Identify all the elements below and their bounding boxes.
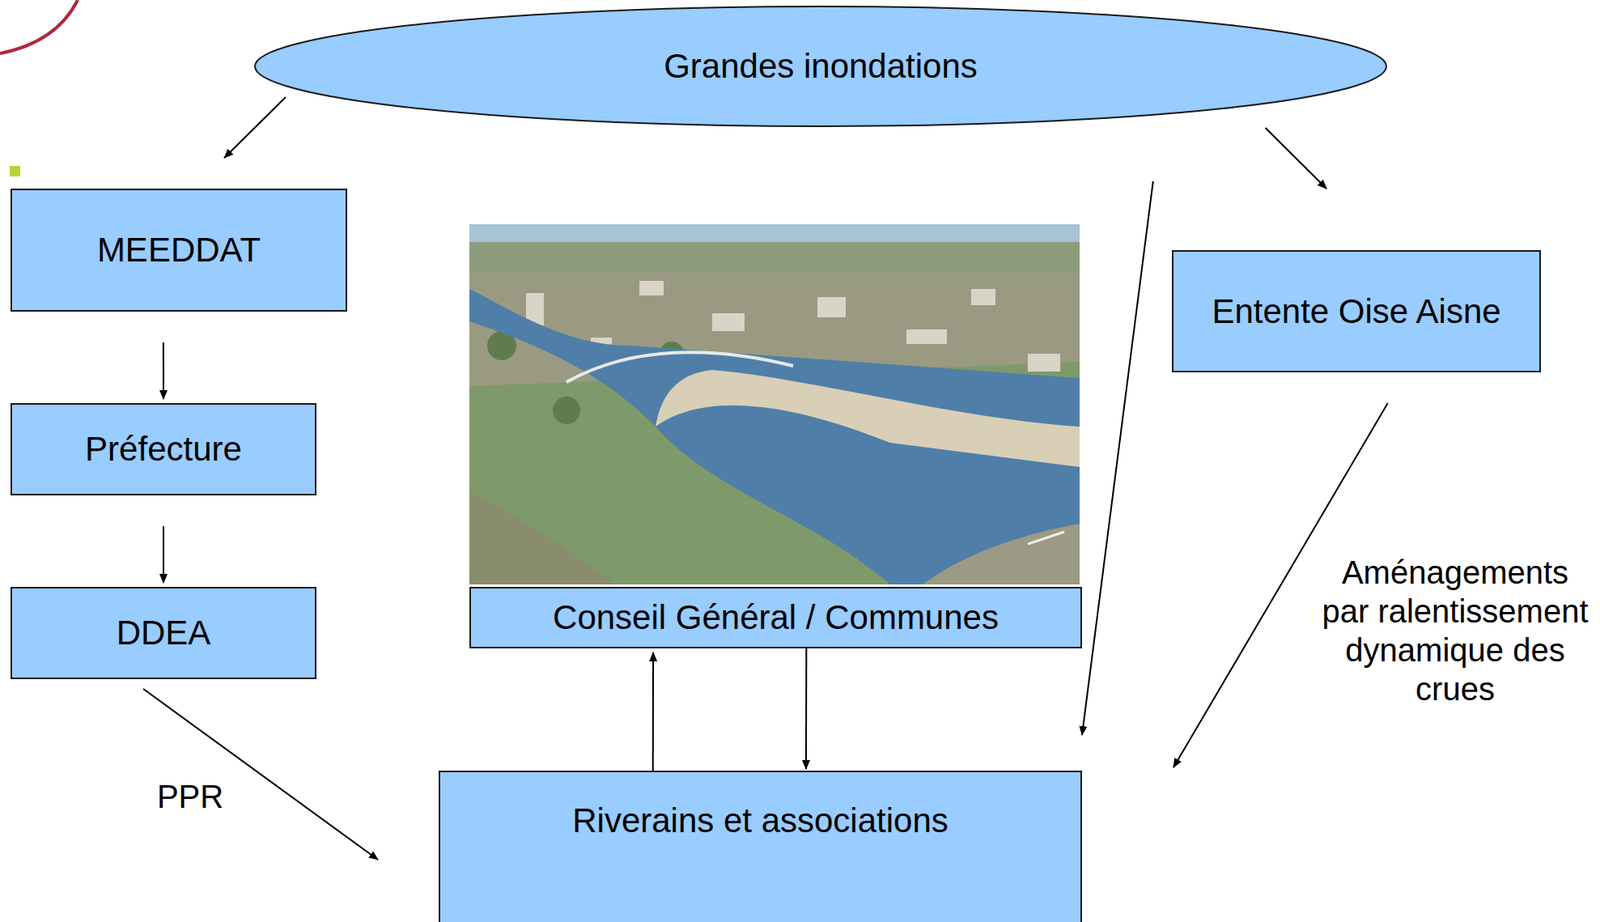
arrow-connector [224, 97, 286, 158]
institution-box: Entente Oise Aisne [1171, 250, 1541, 373]
institution-box: MEEDDAT [10, 188, 348, 312]
node-label: Préfecture [84, 429, 242, 469]
edge-label: Aménagements par ralentissement dynamiqu… [1317, 552, 1593, 709]
arrow-connector [143, 688, 378, 860]
node-label: DDEA [116, 613, 212, 653]
node-label: MEEDDAT [97, 230, 261, 270]
institution-box: Préfecture [10, 403, 317, 496]
node-label: Entente Oise Aisne [1211, 292, 1501, 332]
aerial-photo [469, 224, 1080, 585]
arrow-connector [162, 342, 165, 399]
arrow-connector [805, 648, 807, 769]
edge-label: PPR [137, 776, 243, 816]
bullet-square [9, 165, 21, 177]
institution-box: DDEA [10, 586, 317, 680]
event-ellipse: Grandes inondations [253, 4, 1388, 128]
arrow-connector [1265, 127, 1327, 189]
node-label: Riverains et associations [572, 801, 949, 841]
arrow-connector [1082, 181, 1154, 735]
node-label: Grandes inondations [663, 46, 978, 86]
logo-arc [0, 0, 78, 54]
node-label: Conseil Général / Communes [552, 598, 999, 637]
institution-box: Conseil Général / Communes [469, 586, 1083, 649]
arrow-connector [162, 526, 165, 583]
stakeholder-box: Riverains et associations [438, 770, 1083, 922]
arrow-connector [652, 652, 654, 771]
